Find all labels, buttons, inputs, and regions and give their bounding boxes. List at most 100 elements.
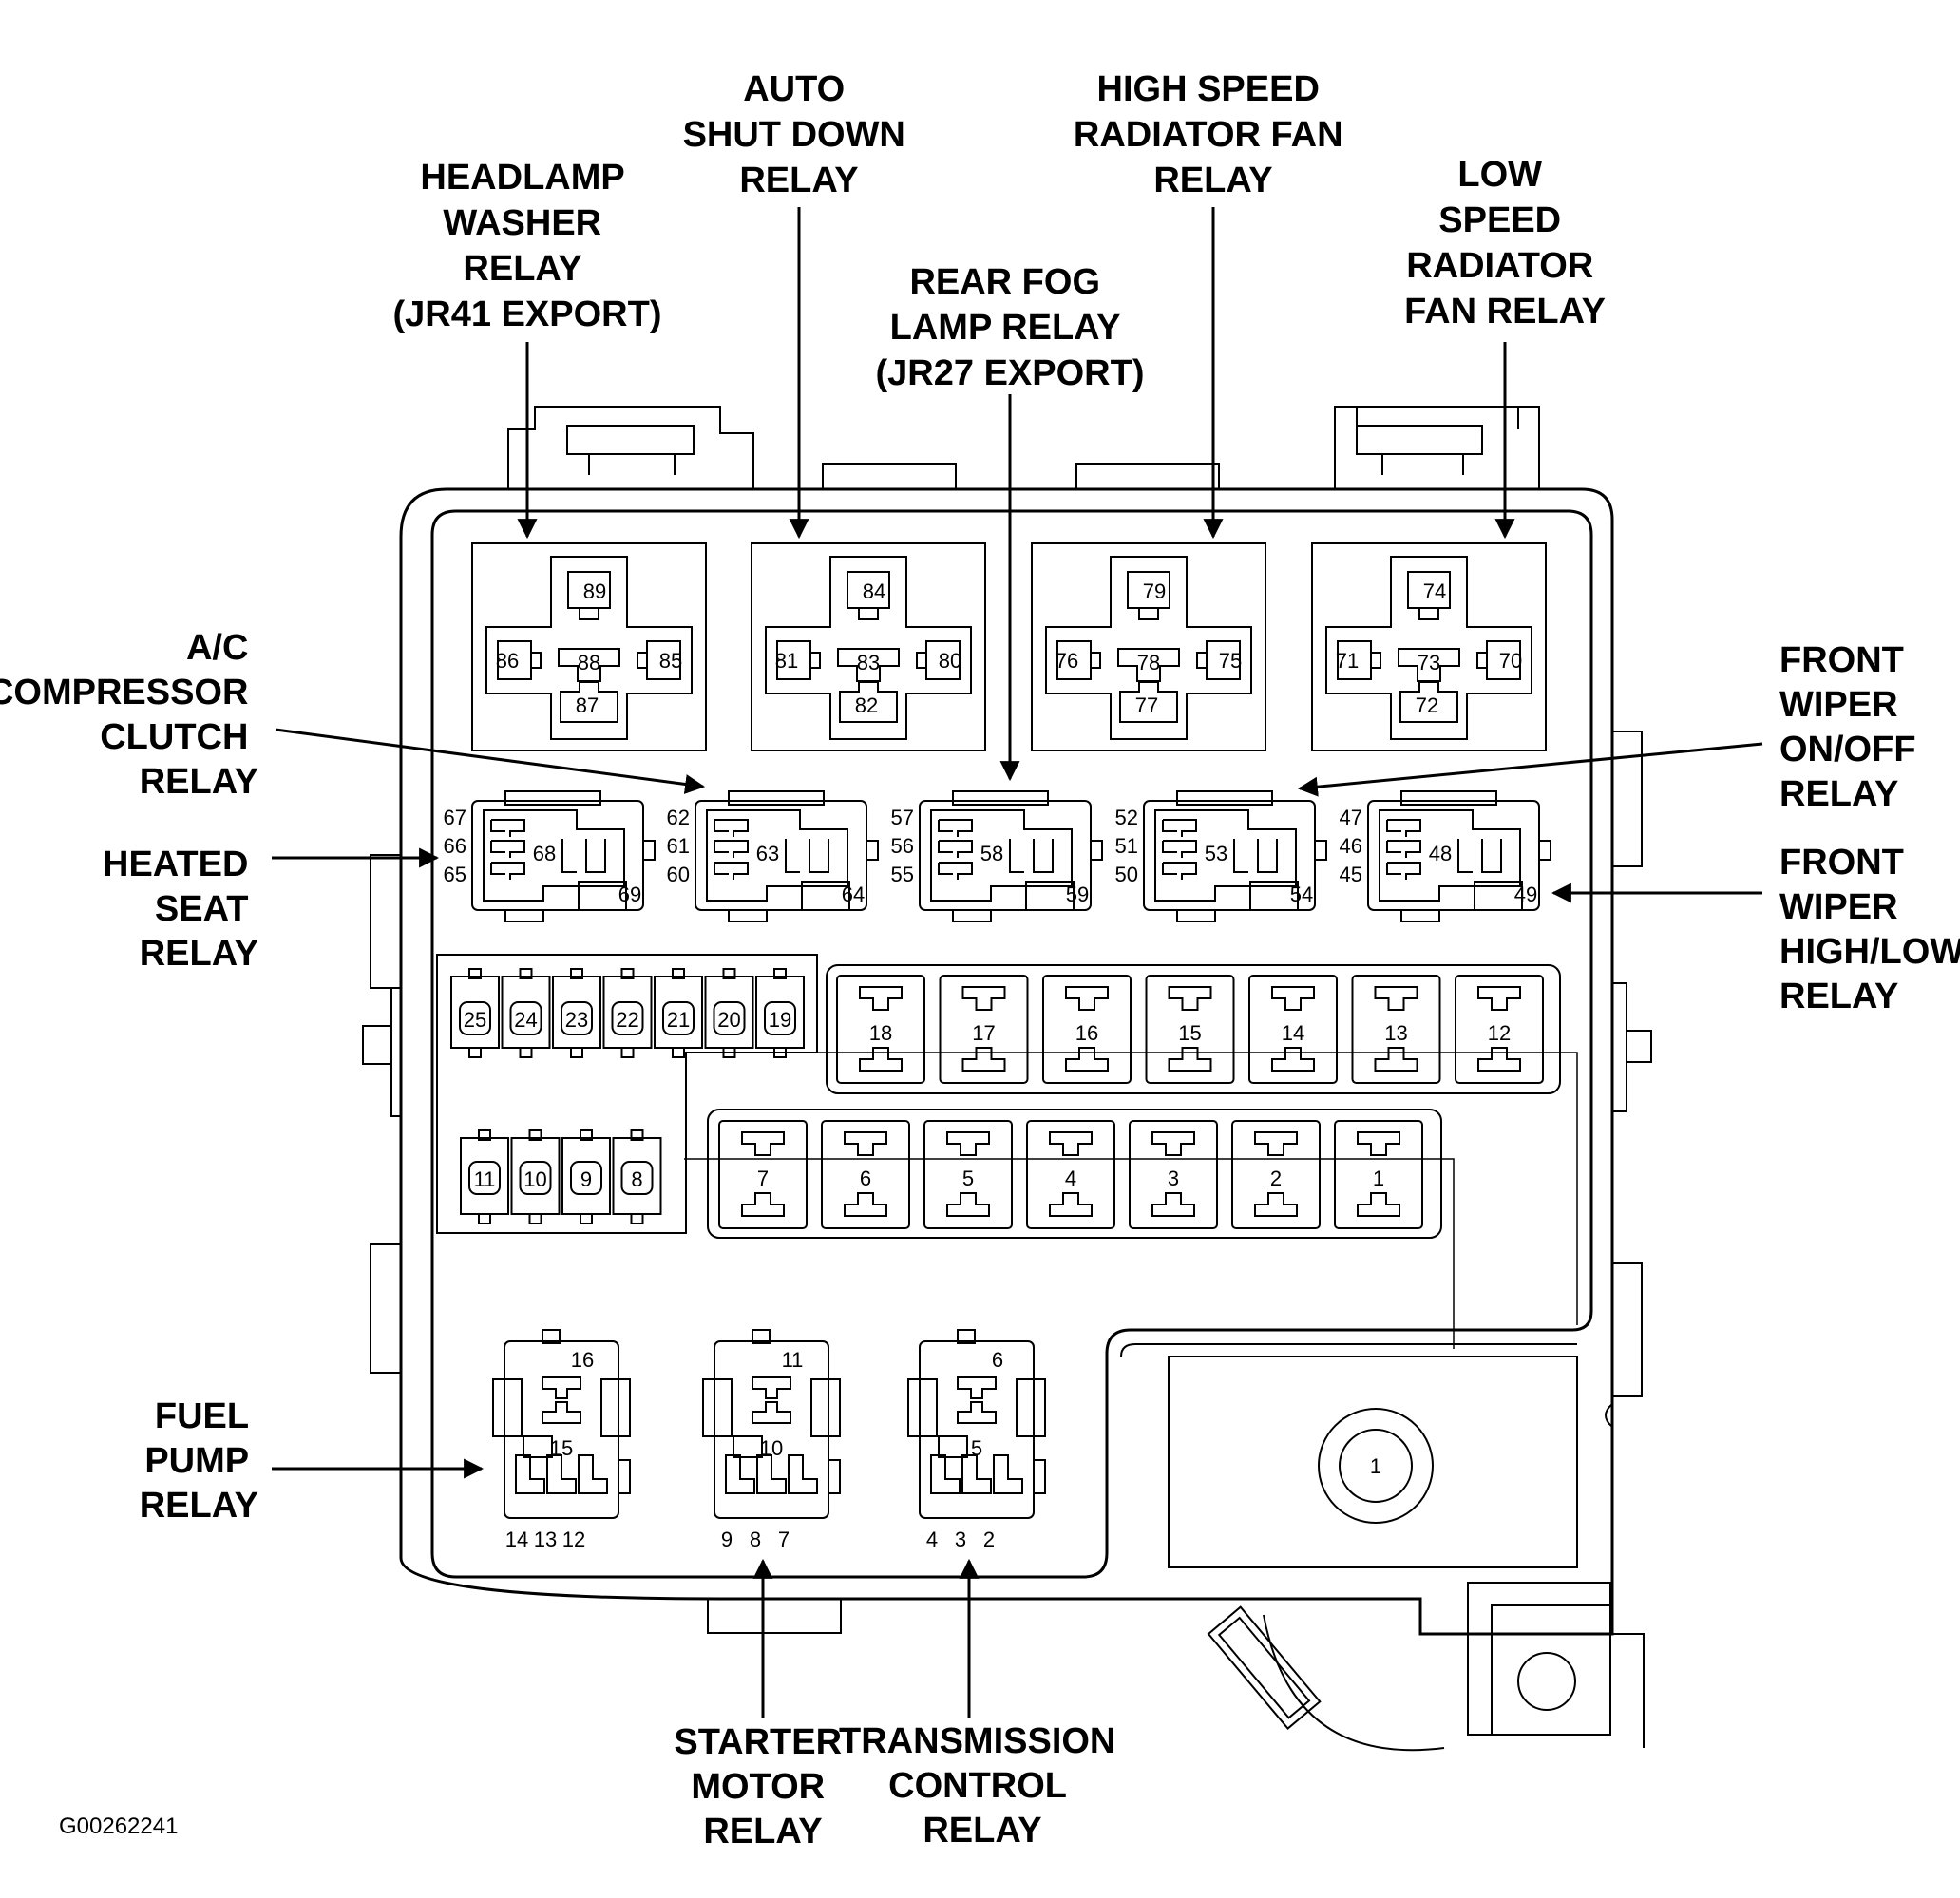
fuse-number: 23 (565, 1008, 588, 1032)
fuse-number: 6 (860, 1167, 871, 1190)
pin-label: 12 (562, 1528, 585, 1551)
fuse-number: 13 (1384, 1021, 1407, 1045)
pin-label: 82 (855, 693, 878, 717)
pin-label: 45 (1340, 863, 1362, 886)
mini-fuse: 19 (755, 968, 805, 1058)
pin-label: 54 (1290, 883, 1313, 906)
callout-heated-seat-relay: HEATED SEAT RELAY (103, 845, 258, 974)
figure-id: G00262241 (59, 1813, 178, 1839)
mini-fuse: 11 (460, 1129, 509, 1224)
callout-ac-compressor-clutch-relay: A/C COMPRESSOR CLUTCH RELAY (0, 628, 258, 802)
callout-starter-motor-relay: STARTER MOTOR RELAY (674, 1722, 851, 1851)
fuse-number: 16 (1075, 1021, 1098, 1045)
callout-low-speed-radiator-fan-relay: LOW SPEED RADIATOR FAN RELAY (1404, 155, 1606, 332)
pin-label: 46 (1340, 834, 1362, 858)
mini-fuse: 10 (510, 1129, 561, 1224)
pin-label: 76 (1056, 649, 1078, 673)
pin-label: 81 (775, 649, 798, 673)
pin-label: 86 (496, 649, 519, 673)
fuse-number: 4 (1065, 1167, 1076, 1190)
pin-label: 64 (842, 883, 865, 906)
fuse-number: 25 (464, 1008, 486, 1032)
pin-label: 13 (534, 1528, 557, 1551)
mini-fuse: 20 (704, 968, 754, 1058)
pin-label: 59 (1066, 883, 1089, 906)
callout-rear-fog-lamp-relay: REAR FOG LAMP RELAY (JR27 EXPORT) (876, 262, 1145, 393)
pin-label: 55 (891, 863, 914, 886)
pin-label: 9 (721, 1528, 733, 1551)
fuse-number: 7 (757, 1167, 769, 1190)
pin-label: 65 (444, 863, 466, 886)
pin-label: 6 (992, 1348, 1003, 1372)
cartridge-fuse: 18 (836, 975, 925, 1084)
pin-label: 14 (505, 1528, 528, 1551)
mini-fuse: 8 (612, 1129, 662, 1224)
fuse-number: 22 (616, 1008, 638, 1032)
pin-label: 8 (750, 1528, 761, 1551)
mini-fuse: 9 (561, 1129, 611, 1224)
pin-label: 83 (857, 651, 880, 674)
mini-fuse: 25 (450, 968, 500, 1058)
fuse-number: 3 (1168, 1167, 1179, 1190)
pin-label: 87 (576, 693, 599, 717)
cartridge-fuse: 6 (821, 1120, 910, 1229)
cartridge-fuse: 17 (939, 975, 1029, 1084)
callout-front-wiper-high-low-relay: FRONT WIPER HIGH/LOW RELAY (1779, 843, 1960, 1016)
callout-labels: HEADLAMP WASHER RELAY (JR41 EXPORT) AUTO… (0, 69, 1960, 1851)
callout-auto-shut-down-relay: AUTO SHUT DOWN RELAY (683, 69, 916, 200)
pin-label: 69 (618, 883, 641, 906)
fuse-number: 18 (869, 1021, 892, 1045)
cartridge-fuse: 13 (1351, 975, 1441, 1084)
mini-fuse: 21 (654, 968, 703, 1058)
fuse-number: 11 (474, 1167, 496, 1191)
fuse-number: 12 (1488, 1021, 1511, 1045)
fuse-number: 14 (1282, 1021, 1304, 1045)
pin-label: 66 (444, 834, 466, 858)
fuse-number: 1 (1373, 1167, 1384, 1190)
callout-headlamp-washer-relay: HEADLAMP WASHER RELAY (JR41 EXPORT) (393, 158, 662, 334)
pin-label: 2 (983, 1528, 995, 1551)
pin-label: 61 (667, 834, 690, 858)
cartridge-fuse: 5 (923, 1120, 1013, 1229)
main-fuse-number: 1 (1370, 1454, 1381, 1478)
pin-label: 72 (1416, 693, 1438, 717)
callout-arrows (272, 207, 1763, 1718)
fuse-number: 9 (580, 1167, 592, 1191)
pin-label: 49 (1514, 883, 1537, 906)
cartridge-fuse: 2 (1231, 1120, 1321, 1229)
mini-fuse: 22 (602, 968, 653, 1058)
fuse-number: 5 (962, 1167, 974, 1190)
pin-label: 48 (1429, 842, 1452, 865)
callout-high-speed-radiator-fan-relay: HIGH SPEED RADIATOR FAN RELAY (1074, 69, 1353, 200)
pin-label: 85 (659, 649, 682, 673)
pin-label: 62 (667, 806, 690, 829)
cartridge-fuse: 7 (718, 1120, 808, 1229)
callout-fuel-pump-relay: FUEL PUMP RELAY (140, 1396, 258, 1526)
fuse-number: 8 (631, 1167, 642, 1191)
fuse-number: 24 (514, 1008, 537, 1032)
cartridge-fuse: 4 (1026, 1120, 1115, 1229)
callout-transmission-control-relay: TRANSMISSION CONTROL RELAY (839, 1721, 1126, 1851)
pin-label: 74 (1423, 579, 1446, 603)
pin-label: 79 (1143, 579, 1166, 603)
callout-front-wiper-on-off-relay: FRONT WIPER ON/OFF RELAY (1779, 640, 1926, 814)
pin-label: 75 (1219, 649, 1242, 673)
pin-label: 70 (1499, 649, 1522, 673)
pin-label: 57 (891, 806, 914, 829)
pin-label: 56 (891, 834, 914, 858)
pin-label: 73 (1418, 651, 1440, 674)
pin-label: 4 (926, 1528, 938, 1551)
pin-label: 10 (760, 1436, 783, 1460)
fuse-number: 10 (523, 1167, 546, 1191)
